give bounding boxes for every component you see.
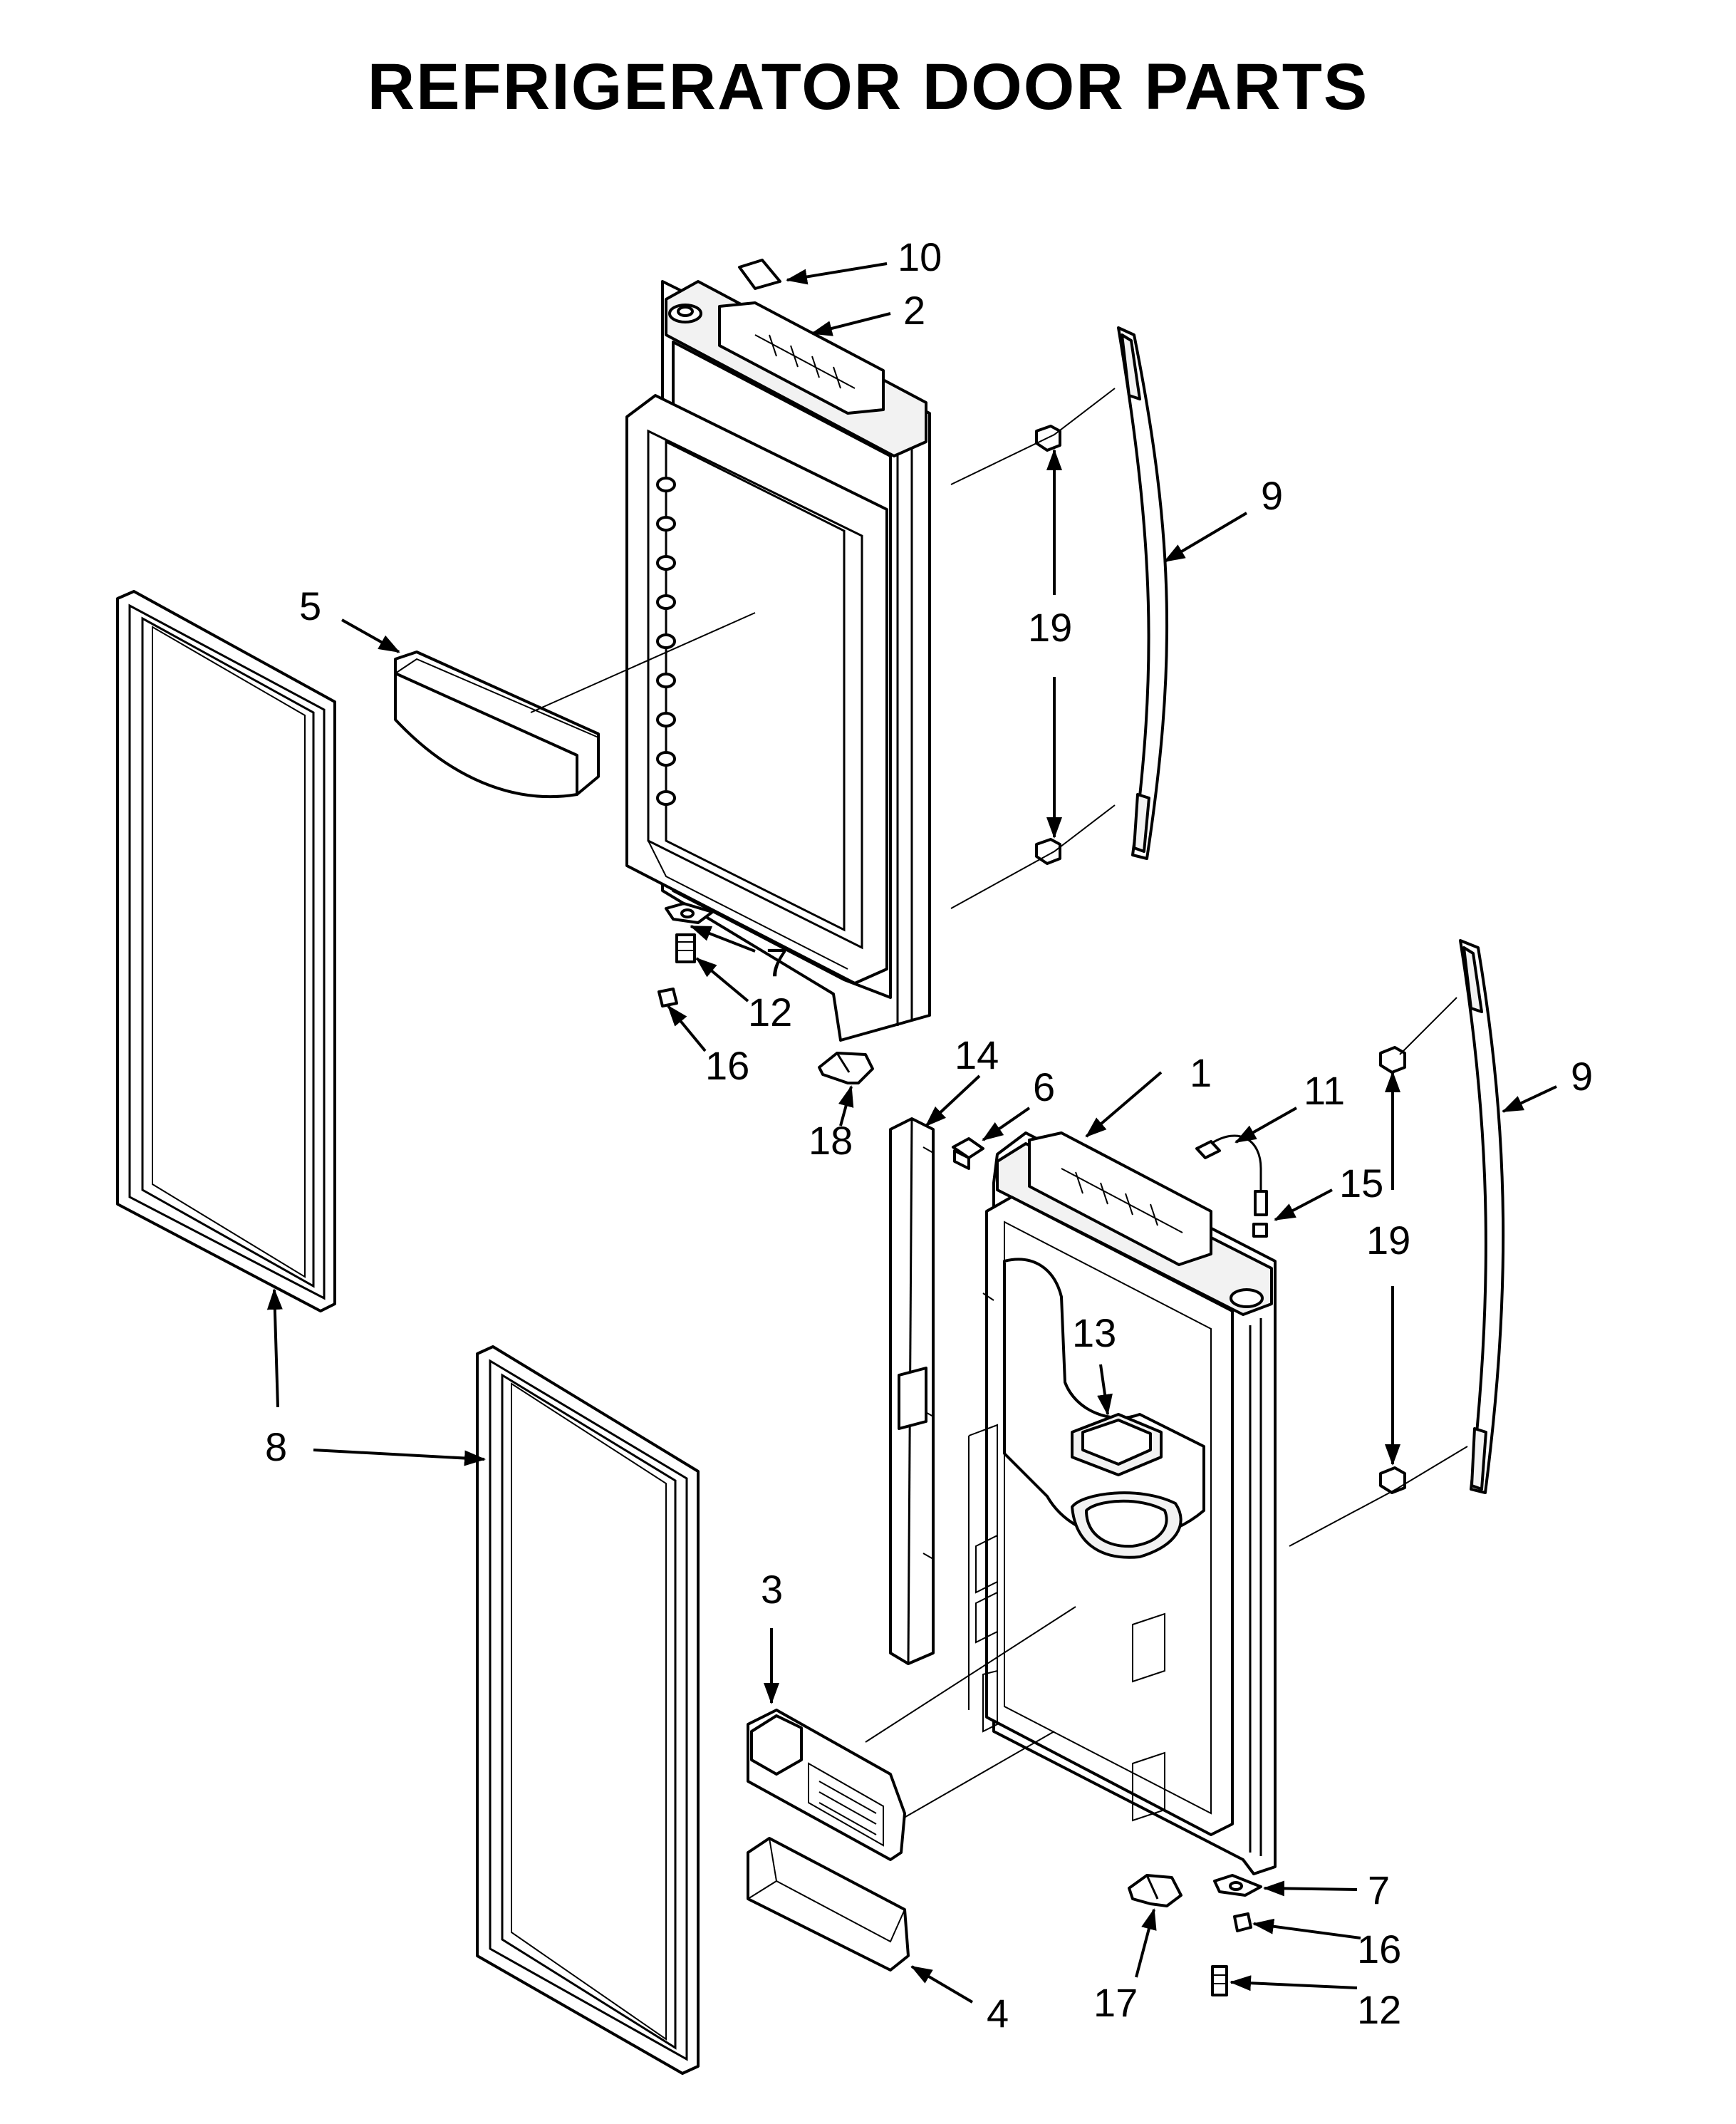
callout-15: 15 bbox=[1339, 1161, 1383, 1206]
door-spacer-6 bbox=[952, 1137, 984, 1170]
door-bin-upper bbox=[394, 651, 600, 798]
door-handle-lower bbox=[1459, 939, 1505, 1494]
callout-arrows bbox=[266, 262, 1557, 2004]
right-door-assembly bbox=[968, 1131, 1277, 1875]
callout-16-upper: 16 bbox=[705, 1043, 749, 1088]
callout-19-upper: 19 bbox=[1028, 605, 1072, 650]
callout-11: 11 bbox=[1304, 1068, 1345, 1113]
callout-13: 13 bbox=[1072, 1310, 1116, 1355]
door-bin-3 bbox=[747, 1709, 906, 1861]
water-tube-11 bbox=[1195, 1134, 1268, 1216]
callout-7-upper: 7 bbox=[766, 940, 788, 985]
callout-9-lower: 9 bbox=[1571, 1054, 1593, 1099]
door-bin-4 bbox=[747, 1837, 910, 1972]
callout-18: 18 bbox=[809, 1118, 853, 1163]
callout-10: 10 bbox=[898, 234, 942, 279]
callout-14: 14 bbox=[955, 1032, 999, 1077]
callout-labels: 10 2 9 19 5 7 12 16 18 14 6 1 11 9 15 19… bbox=[265, 234, 1593, 2036]
callout-2: 2 bbox=[903, 288, 925, 333]
callout-7-lower: 7 bbox=[1368, 1867, 1390, 1912]
shelf-mount-buttons bbox=[656, 477, 676, 806]
callout-12-lower: 12 bbox=[1357, 1987, 1401, 2032]
callout-8: 8 bbox=[265, 1424, 287, 1469]
callout-16-lower: 16 bbox=[1357, 1927, 1401, 1972]
door-stop-17 bbox=[1128, 1874, 1183, 1907]
door-gasket-upper bbox=[116, 590, 336, 1312]
callout-9-upper: 9 bbox=[1261, 473, 1283, 518]
diagram-title: REFRIGERATOR DOOR PARTS bbox=[367, 51, 1369, 123]
hinge-parts-lower bbox=[1211, 1874, 1262, 1996]
callout-6: 6 bbox=[1033, 1064, 1055, 1109]
handle-pins-lower bbox=[1379, 1046, 1406, 1494]
hinge-parts-upper bbox=[658, 902, 714, 1007]
tube-nut-15 bbox=[1252, 1223, 1268, 1238]
door-strip-14 bbox=[889, 1117, 935, 1665]
door-stop-18 bbox=[818, 1052, 874, 1084]
callout-17: 17 bbox=[1093, 1980, 1138, 2025]
callout-5: 5 bbox=[299, 584, 321, 628]
left-door-assembly bbox=[625, 280, 931, 1042]
door-gasket-lower bbox=[476, 1345, 700, 2075]
callout-19-lower: 19 bbox=[1366, 1218, 1410, 1263]
callout-4: 4 bbox=[987, 1991, 1009, 2036]
callout-1: 1 bbox=[1190, 1050, 1212, 1095]
callout-3: 3 bbox=[761, 1567, 783, 1612]
gasket-clip bbox=[738, 259, 781, 290]
callout-12-upper: 12 bbox=[748, 990, 792, 1035]
door-handle-upper bbox=[1117, 326, 1169, 860]
